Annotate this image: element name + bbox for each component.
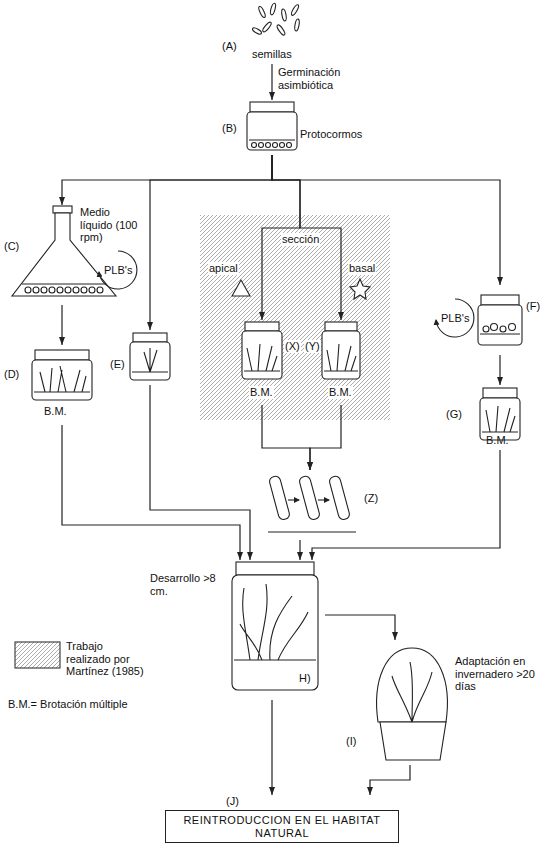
stage-node: (A) semillas	[222, 2, 312, 64]
note-label: B.M.= Brotación múltiple	[8, 698, 128, 711]
flow-arrow	[312, 450, 500, 560]
flow-arrow	[272, 155, 500, 285]
edge-label: Germinación asimbiótica	[278, 66, 350, 91]
stage-letter: (Z)	[364, 492, 378, 505]
stage-node: Adaptación en invernadero >20 días (I)	[345, 640, 550, 765]
stage-node: (C) Medio líquido (100 rpm) PLB's	[2, 205, 144, 305]
flow-arrow	[370, 765, 410, 795]
legend-text: Trabajo realizado por Martínez (1985)	[66, 640, 146, 678]
stage-letter: (G)	[446, 408, 462, 421]
jar-b	[247, 102, 297, 150]
flow-arrow	[62, 425, 240, 560]
result-box: (J) REINTRODUCCION EN EL HABITAT NATURAL	[145, 795, 405, 847]
section-label: sección	[281, 233, 320, 246]
stage-node: (D) B.M.	[2, 345, 97, 425]
flow-arrow	[299, 540, 300, 560]
stage-node: (B) Protocormos	[222, 100, 377, 155]
loop-label: PLB's	[104, 264, 132, 277]
basal-section	[350, 279, 370, 299]
greenhouse-pot	[377, 648, 448, 760]
seeds-icon	[252, 3, 300, 36]
stage-node: (G) B.M.	[440, 385, 550, 450]
stage-node: PLB's (F)	[430, 285, 550, 355]
stage-letter: (E)	[110, 358, 125, 371]
flow-arrow	[271, 700, 272, 795]
stage-letter: (I)	[346, 735, 356, 748]
stage-node: (Y) B.M.	[303, 320, 378, 405]
stage-label: B.M.	[486, 434, 509, 447]
stage-letter: (F)	[526, 300, 540, 313]
stage-letter: (J)	[226, 795, 239, 808]
flow-arrow	[325, 615, 395, 640]
loop-label: PLB's	[441, 312, 469, 325]
flow-arrow	[150, 155, 272, 330]
test-tubes	[268, 475, 356, 532]
medium-label: Medio líquido (100 rpm)	[80, 206, 142, 244]
stage-label: Protocormos	[300, 128, 362, 141]
stage-node: (X) B.M.	[226, 320, 303, 405]
flow-arrow	[262, 405, 310, 470]
stage-label: B.M.	[44, 405, 67, 418]
jar-d	[32, 350, 92, 400]
stage-letter: (D)	[4, 368, 19, 381]
jar-f	[436, 295, 522, 345]
stage-letter: (B)	[222, 122, 237, 135]
stage-label: Adaptación en invernadero >20 días	[455, 655, 547, 693]
stage-label: Desarrollo >8 cm.	[150, 572, 228, 597]
stage-letter: (A)	[222, 40, 237, 53]
result-label: REINTRODUCCION EN EL HABITAT NATURAL	[165, 810, 399, 843]
stage-node: (E)	[108, 330, 178, 385]
jar-y	[322, 322, 360, 379]
jar-x	[242, 322, 282, 379]
stage-node: (Z)	[262, 470, 392, 540]
flow-arrow	[310, 405, 341, 470]
hatched-area	[200, 215, 390, 420]
apical-section	[232, 280, 250, 296]
hatched-region: (X) B.M. (Y) B.M. sección apical basal	[200, 215, 390, 420]
section-label: apical	[208, 262, 239, 275]
legend-swatch	[15, 642, 60, 668]
flow-arrow	[61, 305, 62, 345]
stage-letter: (Y)	[304, 340, 321, 353]
stage-letter: (C)	[4, 240, 19, 253]
stage-letter: (X)	[284, 340, 301, 353]
flow-arrow	[150, 385, 250, 560]
flow-arrow	[499, 355, 500, 385]
flow-arrow	[271, 64, 272, 100]
stage-node: Desarrollo >8 cm. H)	[150, 560, 325, 700]
stage-label: semillas	[252, 48, 292, 61]
stage-letter: H)	[298, 672, 312, 685]
stage-label: B.M.	[328, 386, 353, 399]
jar-g	[480, 388, 520, 440]
jar-e	[130, 333, 170, 380]
section-label: basal	[348, 262, 376, 275]
stage-label: B.M.	[249, 386, 274, 399]
jar-h	[232, 562, 318, 690]
